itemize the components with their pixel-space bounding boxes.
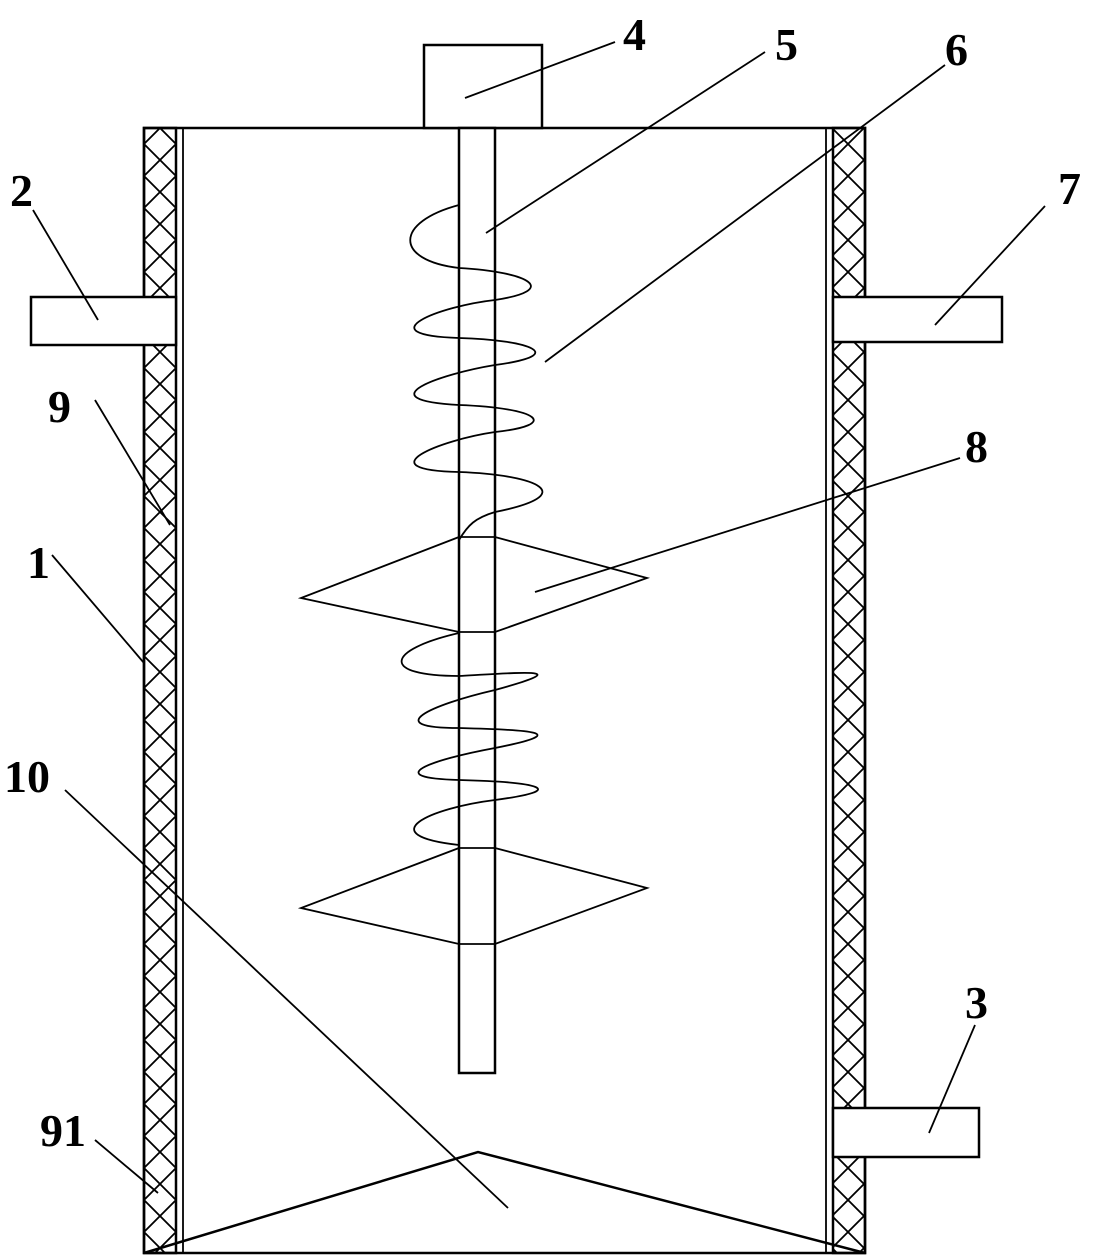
label-4: 4 — [623, 9, 646, 60]
label-8: 8 — [965, 421, 988, 472]
label-5: 5 — [775, 19, 798, 70]
conical-bottom — [143, 1150, 866, 1255]
leader-line-91 — [94, 1139, 159, 1194]
upper-helical-ribbon — [409, 204, 544, 541]
leader-line-3 — [928, 1024, 976, 1134]
label-3: 3 — [965, 977, 988, 1028]
leader-line-2 — [32, 209, 99, 321]
lower-helical-ribbon — [400, 632, 539, 846]
label-2: 2 — [10, 165, 33, 216]
right-lower-outlet-pipe — [831, 1106, 981, 1159]
label-7: 7 — [1058, 163, 1081, 214]
motor — [422, 43, 544, 130]
tank-body — [142, 126, 867, 1255]
leader-line-6 — [544, 64, 946, 363]
label-6: 6 — [945, 24, 968, 75]
leader-line-8 — [534, 457, 961, 593]
right-upper-pipe — [831, 295, 1004, 344]
leader-line-1 — [51, 554, 145, 664]
leader-line-4 — [464, 41, 616, 99]
lower-paddle-blade — [297, 847, 650, 945]
leader-line-10 — [64, 789, 509, 1209]
stirring-shaft — [457, 126, 497, 1075]
label-1: 1 — [27, 537, 50, 588]
label-9: 9 — [48, 381, 71, 432]
label-10: 10 — [4, 751, 50, 802]
label-91: 91 — [40, 1105, 86, 1156]
leader-line-9 — [94, 399, 171, 526]
upper-paddle-blade — [297, 536, 651, 633]
left-inlet-pipe — [29, 295, 178, 347]
leader-line-5 — [485, 51, 766, 234]
leader-line-7 — [934, 205, 1046, 326]
